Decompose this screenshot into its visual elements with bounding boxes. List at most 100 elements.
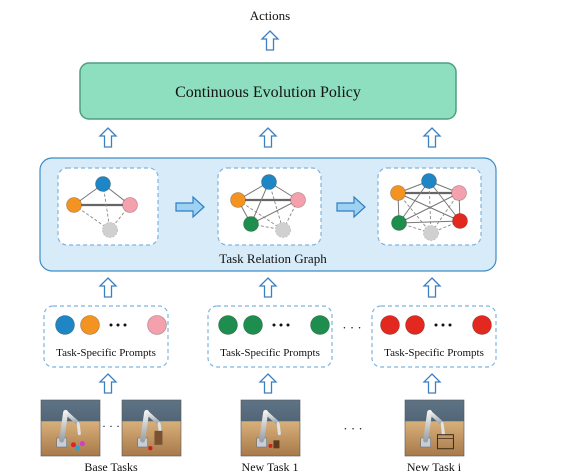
graph-edge: [102, 183, 111, 231]
graph-edge: [398, 192, 460, 224]
thumb-table: [122, 421, 181, 456]
graph-node-blue: [95, 176, 111, 192]
graph-edge: [250, 199, 299, 225]
prompt-token-red: [380, 315, 400, 335]
object-red: [268, 443, 273, 448]
task-thumb-base-2: [121, 399, 182, 457]
prompt-token-green: [218, 315, 238, 335]
evolve-arrow-1: [175, 195, 205, 219]
graph-label: Task Relation Graph: [219, 251, 327, 266]
graph-edge: [428, 180, 461, 222]
up-arrow-graph-2: [258, 277, 278, 298]
task-thumb-base-1: [40, 399, 101, 457]
base-tasks-ellipsis: · · ·: [102, 419, 120, 433]
prompt-dot: [434, 323, 438, 327]
robot-gripper: [440, 422, 445, 436]
prompt-dot: [116, 323, 120, 327]
graph-node-pink: [451, 185, 467, 201]
graph-card-1: [57, 167, 159, 246]
graph-edge: [398, 180, 430, 224]
prompt-token-red: [472, 315, 492, 335]
thumb-border: [40, 399, 101, 457]
task-label-newi: New Task i: [407, 460, 462, 474]
prompt-token-pink: [147, 315, 167, 335]
prompt-label-newi: Task-Specific Prompts: [384, 347, 484, 359]
graph-edge: [397, 192, 432, 234]
graph-edge: [430, 192, 460, 234]
robot-lower-arm: [59, 409, 69, 443]
prompt-label-new1: Task-Specific Prompts: [220, 347, 320, 359]
up-arrow-prompt-1: [98, 373, 118, 394]
robot-lower-arm: [423, 409, 433, 443]
thumb-border: [121, 399, 182, 457]
thumb-table: [241, 421, 300, 456]
graph-edge: [397, 192, 461, 222]
graph-node-gray: [423, 225, 439, 241]
prompt-token-green: [243, 315, 263, 335]
graph-edge: [268, 181, 284, 231]
up-arrow-actions: [260, 30, 280, 51]
graph-node-orange: [390, 185, 406, 201]
graph-node-green: [391, 215, 407, 231]
prompt-group-ellipsis: · · ·: [342, 320, 362, 335]
prompt-token-orange: [80, 315, 100, 335]
robot-upper-arm: [427, 410, 445, 426]
prompt-dot: [272, 323, 276, 327]
prompt-dot: [448, 323, 452, 327]
object-red: [148, 445, 153, 451]
prompt-dot: [279, 323, 283, 327]
relation-graph-2: [230, 174, 306, 238]
graph-node-blue: [261, 174, 277, 190]
thumb-border: [404, 399, 465, 457]
up-arrow-graph-1: [98, 277, 118, 298]
up-arrow-policy-3: [422, 127, 442, 148]
robot-upper-arm: [144, 410, 162, 426]
graph-edge: [398, 220, 461, 224]
graph-node-gray: [275, 222, 291, 238]
prompt-tokens-new1: [218, 315, 330, 335]
prompt-dot: [286, 323, 290, 327]
prompt-tokens-base: [55, 315, 167, 335]
up-arrow-prompt-3: [422, 373, 442, 394]
graph-node-gray: [102, 222, 118, 238]
object-red: [70, 442, 76, 448]
object-cyan: [75, 445, 81, 451]
policy-label: Continuous Evolution Policy: [175, 84, 361, 101]
graph-node-red: [452, 213, 468, 229]
prompt-box-newi: [371, 305, 497, 368]
graph-node-pink: [290, 192, 306, 208]
graph-edge: [237, 199, 284, 231]
relation-graph-1: [66, 176, 138, 238]
policy-box: [79, 62, 457, 120]
robot-gripper: [276, 422, 281, 436]
graph-node-green: [243, 216, 259, 232]
prompt-box-base: [43, 305, 169, 368]
relation-graph-3: [390, 173, 468, 241]
prompt-token-green: [310, 315, 330, 335]
actions-label: Actions: [250, 8, 290, 23]
task-label-base: Base Tasks: [84, 460, 138, 474]
graph-edge: [428, 180, 432, 234]
graph-node-blue: [421, 173, 437, 189]
up-arrow-policy-2: [258, 127, 278, 148]
prompt-dot: [109, 323, 113, 327]
up-arrow-policy-1: [98, 127, 118, 148]
object-block: [154, 430, 163, 445]
thumb-table: [405, 421, 464, 456]
task-label-new1: New Task 1: [242, 460, 299, 474]
graph-edge: [250, 181, 270, 225]
robot-gripper: [76, 422, 81, 436]
prompt-token-blue: [55, 315, 75, 335]
graph-node-orange: [230, 192, 246, 208]
graph-node-orange: [66, 197, 82, 213]
object-magenta: [79, 441, 85, 447]
up-arrow-prompt-2: [258, 373, 278, 394]
up-arrow-graph-3: [422, 277, 442, 298]
robot-upper-arm: [63, 410, 81, 426]
prompt-dot: [123, 323, 127, 327]
prompt-token-red: [405, 315, 425, 335]
prompt-label-base: Task-Specific Prompts: [56, 347, 156, 359]
new-tasks-ellipsis: · · ·: [343, 421, 363, 436]
prompt-tokens-newi: [380, 315, 492, 335]
prompt-dot: [441, 323, 445, 327]
